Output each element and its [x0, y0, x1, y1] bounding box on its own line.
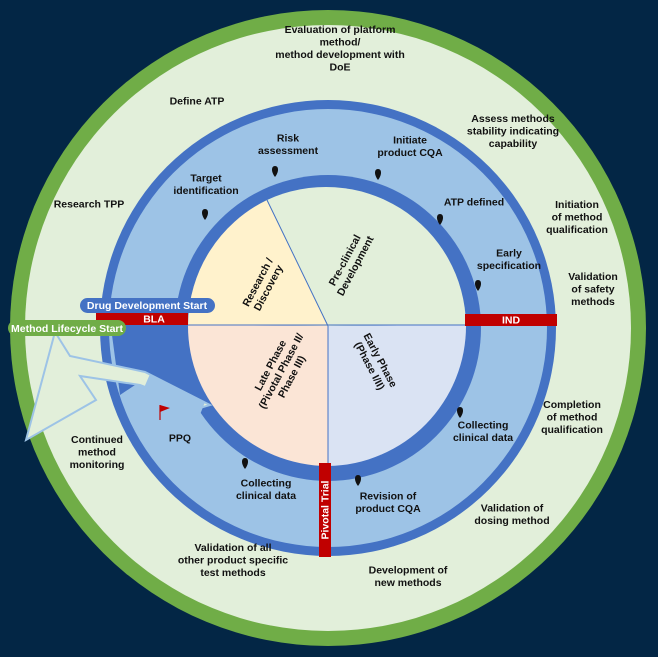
flag-icon — [159, 405, 170, 420]
pin-icon — [375, 169, 381, 180]
ind-bar — [465, 314, 557, 326]
divider-line — [266, 199, 329, 327]
phase-preclinical — [267, 186, 466, 326]
pivotal-bar — [319, 463, 331, 557]
drug-start-pill — [80, 298, 215, 313]
method-start-arrow — [24, 329, 213, 443]
outer-label-define-atp: Define ATP — [170, 96, 225, 108]
middle-label-ppq: PPQ — [169, 433, 191, 445]
pin-icon — [242, 458, 248, 469]
pin-icon — [202, 209, 208, 220]
ind-label: IND — [502, 315, 521, 327]
pin-icon — [457, 407, 463, 418]
pin-icon — [355, 475, 361, 486]
pin-icon — [475, 280, 481, 291]
phase-late — [187, 325, 328, 466]
middle-label-atp-defined: ATP defined — [444, 197, 504, 209]
ppq-wedge — [130, 374, 205, 440]
method-start-label: Method Lifecycle Start — [11, 323, 124, 335]
phase-research — [188, 200, 328, 326]
pin-icon — [437, 214, 443, 225]
pivotal-label: Pivotal Trial — [320, 480, 332, 539]
method-start-pill — [8, 320, 126, 336]
bla-label: BLA — [143, 314, 165, 326]
phase-early — [328, 325, 467, 466]
drug-start-label: Drug Development Start — [87, 300, 208, 312]
outer-label-research-tpp: Research TPP — [54, 199, 125, 211]
pin-icon — [272, 166, 278, 177]
